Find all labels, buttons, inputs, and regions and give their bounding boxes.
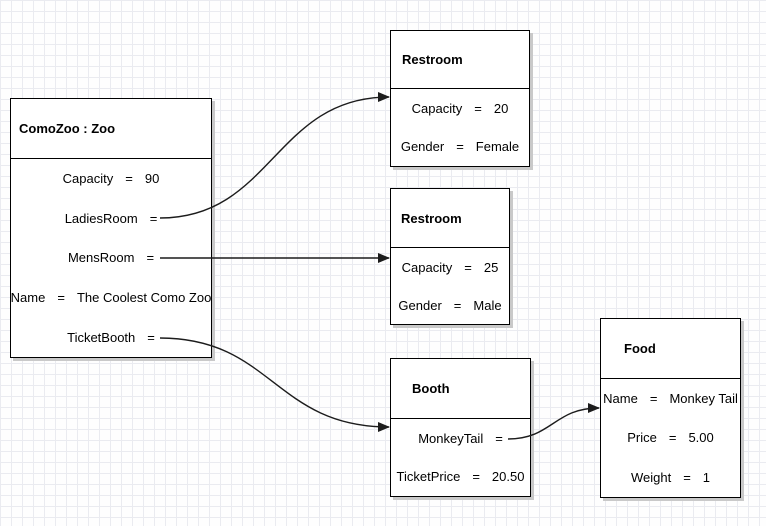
field-row-mensroom: MensRoom = [11, 238, 211, 278]
field-value: 25 [483, 259, 499, 275]
equals-sign: = [649, 391, 658, 407]
equals-sign: = [147, 329, 155, 345]
equals-sign: = [474, 100, 482, 116]
object-title: Booth [391, 359, 530, 419]
field-row-gender: Gender = Female [391, 128, 529, 167]
field-row-name: Name = The Coolest Como Zoo [10, 278, 212, 318]
object-box-restroom-female[interactable]: Restroom Capacity = 20 Gender = Female [390, 30, 530, 167]
field-name: MensRoom [67, 250, 135, 266]
field-name: Name [603, 391, 638, 407]
field-row-capacity: Capacity = 90 [11, 159, 211, 199]
object-fields: Capacity = 25 Gender = Male [391, 248, 509, 324]
object-title: Food [601, 319, 740, 379]
field-name: Gender [398, 297, 442, 313]
field-value: 20.50 [491, 469, 525, 485]
field-name: Price [627, 430, 657, 446]
field-name: TicketPrice [396, 469, 461, 485]
field-value: Female [475, 139, 520, 155]
field-value: Monkey Tail [669, 391, 738, 407]
equals-sign: = [149, 210, 158, 226]
field-value: 20 [493, 100, 509, 116]
object-box-food[interactable]: Food Name = Monkey Tail Price = 5.00 Weight =… [600, 318, 741, 498]
object-fields: Capacity=90 LadiesRoom= MensRoom= Name=T… [10, 159, 212, 357]
equals-sign: = [668, 430, 677, 446]
field-row-capacity: Capacity = 25 [391, 248, 509, 286]
field-name: TicketBooth [67, 329, 136, 345]
equals-sign: = [453, 297, 462, 313]
field-name: Weight [630, 469, 672, 485]
field-row-monkeytail: MonkeyTail = [391, 419, 530, 458]
object-box-zoo[interactable]: ComoZoo : Zoo Capacity = 90 LadiesRoom = Me… [10, 98, 212, 358]
field-value: 5.00 [688, 430, 714, 446]
object-title: Restroom [391, 31, 529, 89]
field-name: Capacity [62, 171, 114, 187]
object-fields: MonkeyTail = TicketPrice = 20.50 [391, 419, 530, 496]
object-box-booth[interactable]: Booth MonkeyTail = TicketPrice = 20.50 [390, 358, 531, 497]
object-fields: Name = Monkey Tail Price = 5.00 Weight = 1 [601, 379, 740, 497]
equals-sign: = [464, 259, 472, 275]
field-value: Male [473, 297, 502, 313]
object-title: Restroom [391, 189, 509, 248]
field-value: 90 [144, 171, 160, 187]
equals-sign: = [456, 139, 464, 155]
equals-sign: = [146, 250, 155, 266]
field-value: 1 [702, 469, 711, 485]
field-row-price: Price = 5.00 [601, 418, 740, 457]
field-row-ladiesroom: LadiesRoom = [11, 199, 211, 239]
field-name: MonkeyTail [418, 430, 484, 446]
field-row-weight: Weight = 1 [601, 458, 740, 497]
equals-sign: = [683, 469, 691, 485]
equals-sign: = [472, 469, 480, 485]
field-value: The Coolest Como Zoo [76, 290, 212, 306]
equals-sign: = [495, 430, 503, 446]
field-row-ticketbooth: TicketBooth = [11, 317, 211, 357]
field-row-gender: Gender = Male [391, 286, 509, 324]
field-name: Capacity [401, 259, 453, 275]
field-row-ticketprice: TicketPrice = 20.50 [391, 458, 530, 497]
field-row-name: Name = Monkey Tail [601, 379, 740, 418]
equals-sign: = [57, 290, 65, 306]
equals-sign: = [125, 171, 133, 187]
object-box-restroom-male[interactable]: Restroom Capacity = 25 Gender = Male [390, 188, 510, 325]
field-name: LadiesRoom [64, 210, 138, 226]
field-row-capacity: Capacity = 20 [391, 89, 529, 128]
field-name: Capacity [411, 100, 463, 116]
field-name: Name [10, 290, 46, 306]
object-title: ComoZoo : Zoo [11, 99, 211, 159]
object-fields: Capacity = 20 Gender = Female [391, 89, 529, 166]
field-name: Gender [400, 139, 445, 155]
